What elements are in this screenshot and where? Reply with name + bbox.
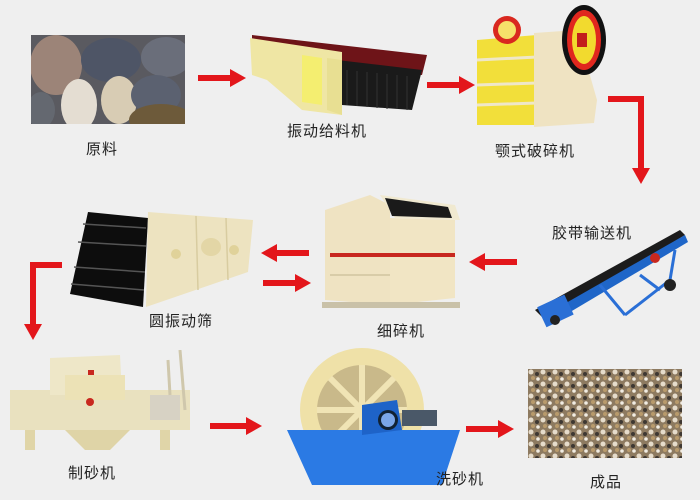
- sand-washer-icon: [287, 348, 460, 485]
- circular-screen-image: [68, 212, 258, 307]
- pebbles-icon: [31, 35, 185, 124]
- arrow-elbow-down-icon: [608, 96, 650, 184]
- arrow-left-icon: [261, 244, 309, 262]
- arrow-right-icon: [198, 69, 246, 87]
- sand-washer-label: 洗砂机: [436, 470, 485, 488]
- arrow-screen-to-fine-crusher: [263, 274, 311, 292]
- arrow-raw-to-feeder: [198, 69, 246, 87]
- jaw-crusher-image: [472, 5, 612, 130]
- arrow-jaw-crusher-to-conveyor: [608, 96, 653, 186]
- sand-maker-image: [10, 350, 190, 455]
- circular-screen-label: 圆振动筛: [149, 312, 214, 330]
- arrow-screen-to-sand-maker: [24, 262, 64, 342]
- circular-vibrating-screen-icon: [70, 212, 253, 307]
- vibrating-feeder-icon: [250, 35, 427, 115]
- arrow-right-icon: [466, 420, 514, 438]
- arrow-right-icon: [263, 274, 311, 292]
- sand-gravel-icon: [528, 369, 682, 458]
- arrow-left-icon: [469, 253, 517, 271]
- raw-material-label: 原料: [86, 140, 119, 158]
- arrow-washer-to-product: [466, 420, 514, 438]
- arrow-sand-maker-to-washer: [210, 417, 262, 435]
- arrow-right-icon: [210, 417, 262, 435]
- belt-conveyor-image: [530, 220, 690, 330]
- arrow-elbow-down-icon: [24, 262, 62, 340]
- fine-crusher-icon: [322, 195, 460, 308]
- vibrating-feeder-label: 振动给料机: [287, 122, 368, 140]
- jaw-crusher-icon: [476, 5, 606, 127]
- vibrating-feeder-image: [247, 30, 432, 120]
- sand-maker-label: 制砂机: [68, 464, 117, 482]
- jaw-crusher-label: 颚式破碎机: [495, 142, 576, 160]
- fine-crusher-label: 细碎机: [377, 322, 426, 340]
- belt-conveyor-label: 胶带输送机: [552, 224, 633, 242]
- arrow-conveyor-to-fine-crusher: [469, 253, 517, 271]
- sand-making-machine-icon: [10, 350, 190, 450]
- raw-material-image: [31, 35, 185, 124]
- sand-washer-image: [282, 345, 460, 490]
- finished-product-label: 成品: [590, 473, 623, 491]
- arrow-fine-crusher-to-screen: [261, 244, 309, 262]
- arrow-feeder-to-jaw-crusher: [427, 76, 475, 94]
- belt-conveyor-icon: [535, 230, 688, 328]
- arrow-right-icon: [427, 76, 475, 94]
- fine-crusher-image: [320, 190, 460, 310]
- finished-product-image: [528, 369, 682, 458]
